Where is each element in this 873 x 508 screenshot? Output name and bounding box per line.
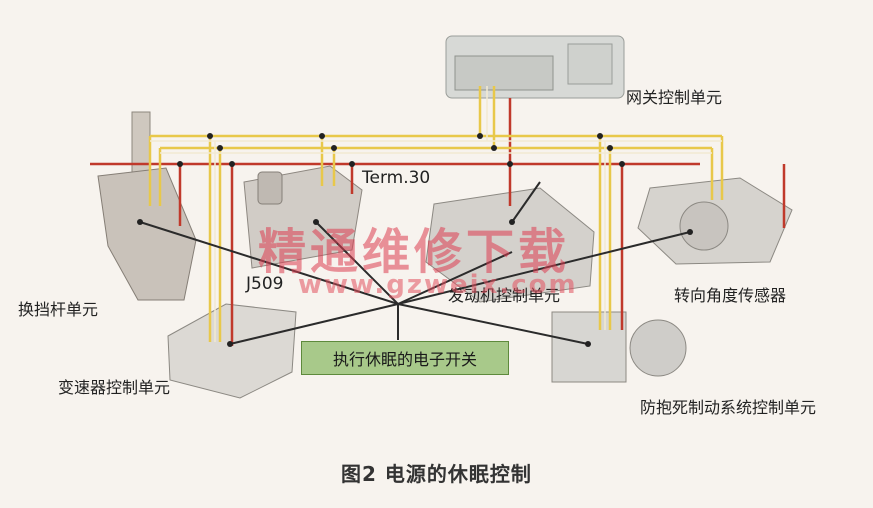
sleep-switch-label: 执行休眠的电子开关: [332, 350, 477, 369]
label-gear-lever: 换挡杆单元: [18, 300, 99, 319]
label-j509: J509: [246, 274, 284, 294]
label-transmission: 变速器控制单元: [58, 378, 171, 397]
label-gateway: 网关控制单元: [626, 88, 723, 107]
figure-caption: 图2 电源的休眠控制: [341, 462, 532, 486]
gateway-module: [445, 35, 625, 99]
watermark-url: www.gzweix.com: [298, 270, 578, 300]
engine-module: [425, 187, 595, 303]
junction-dots: [177, 133, 625, 167]
sleep-control-lines: [139, 181, 691, 345]
module-contact-dots: [137, 219, 693, 347]
bus-lines: [148, 86, 724, 342]
sleep-switch-box: 执行休眠的电子开关: [301, 341, 509, 375]
label-abs: 防抱死制动系统控制单元: [640, 398, 817, 417]
label-term30: Term.30: [362, 168, 431, 188]
transmission-module: [167, 303, 297, 399]
gear-lever-module: [97, 111, 197, 301]
watermark-chinese: 精通维修下载: [258, 224, 571, 280]
label-steering-angle: 转向角度传感器: [674, 286, 787, 305]
label-engine: 发动机控制单元: [448, 286, 561, 305]
j509-module: [243, 165, 363, 269]
term30-line: [90, 98, 786, 346]
steering-angle-module: [637, 177, 793, 265]
abs-module: [551, 311, 687, 383]
